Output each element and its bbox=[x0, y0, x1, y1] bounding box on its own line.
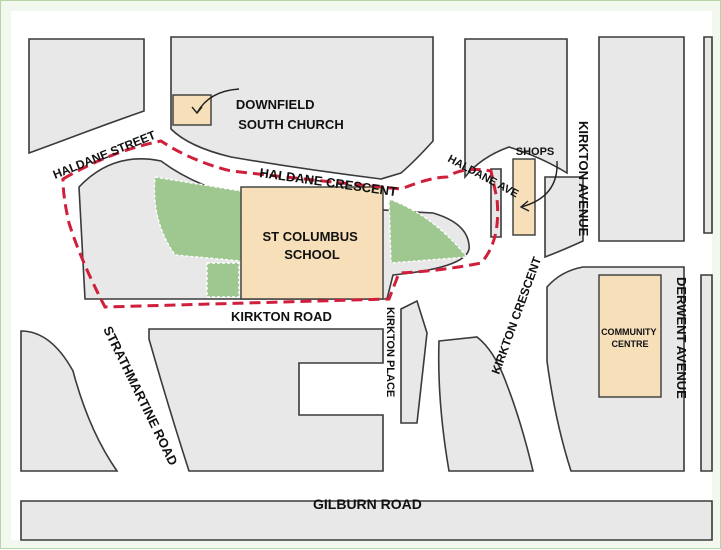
shops-arrow-head-icon bbox=[519, 200, 530, 212]
block-kirkton-crescent-inner bbox=[437, 336, 535, 472]
kirkton-place-label: KIRKTON PLACE bbox=[384, 307, 396, 397]
gilburn-road-label: GILBURN ROAD bbox=[313, 496, 422, 512]
st-columbus-school-building bbox=[240, 186, 384, 300]
kirkton-avenue-label: KIRKTON AVENUE bbox=[576, 121, 591, 237]
block-east-south bbox=[700, 274, 713, 472]
st-columbus-school-label: ST COLUMBUS SCHOOL bbox=[263, 229, 362, 262]
block-kirkton-ave-strip bbox=[544, 176, 584, 259]
green-space-west bbox=[153, 176, 242, 262]
derwent-avenue-label: DERWENT AVENUE bbox=[674, 277, 689, 399]
block-kirkton-place bbox=[400, 299, 428, 424]
shops-label: SHOPS bbox=[516, 146, 555, 158]
block-west-strip bbox=[20, 330, 119, 472]
buildings bbox=[172, 94, 662, 398]
church-arrow-head-icon bbox=[191, 106, 203, 115]
green-spaces bbox=[153, 176, 469, 298]
shops-arrow-icon bbox=[520, 160, 558, 208]
block-south-central bbox=[148, 328, 384, 472]
pointer-arrows bbox=[191, 88, 558, 212]
green-space-southwest bbox=[206, 262, 240, 298]
block-south-border bbox=[20, 500, 713, 541]
community-centre-building bbox=[598, 274, 662, 398]
walking-route bbox=[61, 139, 500, 309]
downfield-church-label: DOWNFIELD SOUTH CHURCH bbox=[236, 97, 344, 132]
green-space-east bbox=[388, 197, 469, 264]
community-centre-label: COMMUNITY CENTRE bbox=[601, 327, 659, 349]
block-north-church bbox=[170, 36, 434, 180]
block-kirkton-avenue-east bbox=[598, 36, 685, 242]
kirkton-road-label: KIRKTON ROAD bbox=[231, 309, 332, 324]
block-far-east bbox=[703, 36, 713, 234]
shops-building bbox=[512, 158, 536, 236]
block-northwest bbox=[28, 38, 145, 155]
downfield-church-building bbox=[172, 94, 212, 126]
